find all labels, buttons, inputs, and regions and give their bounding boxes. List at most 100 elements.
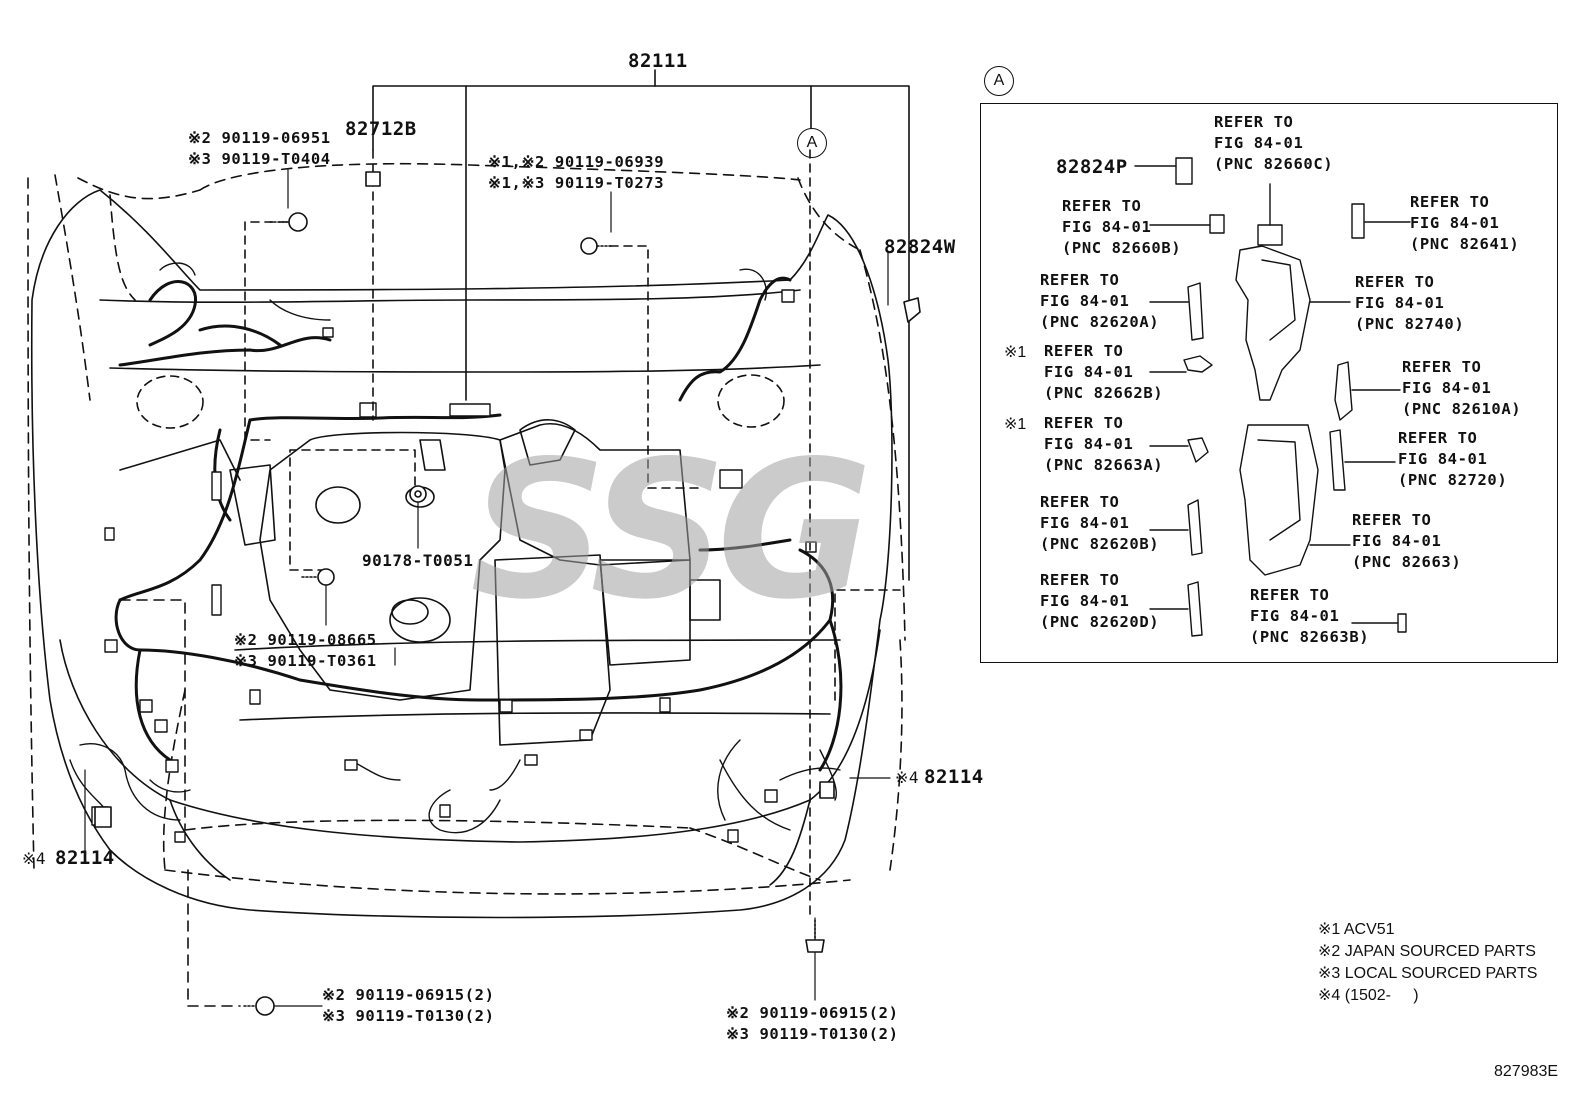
sensor-left-note: ※4 bbox=[22, 849, 47, 868]
ref-line: (PNC 82740) bbox=[1355, 315, 1465, 333]
ref-line: REFER TO bbox=[1044, 342, 1124, 360]
bolt-line: ※2 90119-06951 bbox=[188, 129, 331, 147]
strut-towers bbox=[136, 374, 785, 429]
car-body-solid bbox=[30, 189, 893, 919]
ref-82663b: REFER TO FIG 84-01 (PNC 82663B) bbox=[1250, 585, 1369, 648]
label-82111: 82111 bbox=[628, 50, 688, 72]
ref-line: REFER TO bbox=[1062, 197, 1142, 215]
bolt-line: ※2 90119-06915(2) bbox=[322, 986, 495, 1004]
ref-line: FIG 84-01 bbox=[1352, 532, 1442, 550]
bolt-top-center bbox=[580, 237, 613, 255]
note-3: ※3 LOCAL SOURCED PARTS bbox=[1318, 965, 1538, 982]
ref-line: (PNC 82663) bbox=[1352, 553, 1462, 571]
leader-lines-dashed bbox=[244, 149, 901, 921]
sensor-left-82114 bbox=[94, 806, 112, 828]
bolt-line: ※1,※3 90119-T0273 bbox=[488, 174, 665, 192]
ref-82620a: REFER TO FIG 84-01 (PNC 82620A) bbox=[1040, 270, 1159, 333]
clip-82824w bbox=[903, 297, 921, 323]
ref-line: REFER TO bbox=[1214, 113, 1294, 131]
car-body-outline bbox=[27, 162, 906, 1007]
bolt-line: ※3 90119-T0404 bbox=[188, 150, 331, 168]
wiring-branches bbox=[69, 262, 841, 834]
inset-callout-a: A bbox=[984, 66, 1014, 96]
harness-leader-bracket bbox=[372, 69, 910, 581]
label-82114-left: 82114 bbox=[55, 847, 115, 869]
ref-line: (PNC 82660C) bbox=[1214, 155, 1334, 173]
ref-line: REFER TO bbox=[1402, 358, 1482, 376]
ref-mark: ※1 bbox=[1004, 344, 1027, 361]
ref-line: (PNC 82720) bbox=[1398, 471, 1508, 489]
ref-82740: REFER TO FIG 84-01 (PNC 82740) bbox=[1355, 272, 1464, 335]
ref-line: (PNC 82620B) bbox=[1040, 535, 1160, 553]
note-2: ※2 JAPAN SOURCED PARTS bbox=[1318, 943, 1536, 960]
ref-line: REFER TO bbox=[1355, 273, 1435, 291]
bolt-group-bottom-left: ※2 90119-06915(2) ※3 90119-T0130(2) bbox=[322, 985, 495, 1027]
label-82824p: 82824P bbox=[1056, 156, 1128, 178]
ref-82662b: REFER TO FIG 84-01 (PNC 82662B) bbox=[1044, 341, 1163, 404]
ref-line: FIG 84-01 bbox=[1040, 592, 1130, 610]
bolt-group-top-left: ※2 90119-06951 ※3 90119-T0404 bbox=[188, 128, 331, 170]
label-82114-right: 82114 bbox=[924, 766, 984, 788]
bolt-line: ※2 90119-06915(2) bbox=[726, 1004, 899, 1022]
bolt-line: ※3 90119-T0130(2) bbox=[726, 1025, 899, 1043]
figure-id: 827983E bbox=[1494, 1063, 1559, 1080]
note-1: ※1 ACV51 bbox=[1318, 921, 1395, 938]
ref-line: (PNC 82610A) bbox=[1402, 400, 1522, 418]
bolt-line: ※3 90119-T0361 bbox=[234, 652, 377, 670]
ref-line: FIG 84-01 bbox=[1062, 218, 1152, 236]
ref-line: FIG 84-01 bbox=[1398, 450, 1488, 468]
ref-line: (PNC 82663A) bbox=[1044, 456, 1164, 474]
ref-line: REFER TO bbox=[1040, 493, 1120, 511]
screw-center bbox=[409, 485, 427, 503]
ref-line: FIG 84-01 bbox=[1040, 292, 1130, 310]
bolt-group-top-center: ※1,※2 90119-06939 ※1,※3 90119-T0273 bbox=[488, 152, 664, 194]
note-4: ※4 (1502- ) bbox=[1318, 987, 1419, 1004]
ref-line: REFER TO bbox=[1398, 429, 1478, 447]
bolt-bottom-center bbox=[805, 919, 825, 953]
ref-line: FIG 84-01 bbox=[1355, 294, 1445, 312]
inset-parts bbox=[1134, 157, 1411, 637]
watermark: SSG bbox=[470, 420, 873, 641]
bolt-top-left bbox=[269, 212, 308, 232]
ref-line: (PNC 82620A) bbox=[1040, 313, 1160, 331]
ref-line: (PNC 82663B) bbox=[1250, 628, 1370, 646]
ref-line: FIG 84-01 bbox=[1044, 435, 1134, 453]
ref-line: (PNC 82620D) bbox=[1040, 613, 1160, 631]
ref-line: REFER TO bbox=[1044, 414, 1124, 432]
ref-line: REFER TO bbox=[1040, 271, 1120, 289]
ref-line: FIG 84-01 bbox=[1044, 363, 1134, 381]
bolt-bottom-left bbox=[243, 996, 275, 1016]
ref-mark: ※1 bbox=[1004, 416, 1027, 433]
ref-82663: REFER TO FIG 84-01 (PNC 82663) bbox=[1352, 510, 1461, 573]
ref-line: REFER TO bbox=[1410, 193, 1490, 211]
ref-line: REFER TO bbox=[1352, 511, 1432, 529]
ref-line: REFER TO bbox=[1250, 586, 1330, 604]
ref-82720: REFER TO FIG 84-01 (PNC 82720) bbox=[1398, 428, 1507, 491]
ref-line: (PNC 82660B) bbox=[1062, 239, 1182, 257]
inset-detail-box bbox=[980, 103, 1558, 663]
label-90178-t0051: 90178-T0051 bbox=[362, 551, 474, 570]
wiring-harness bbox=[114, 276, 843, 772]
ref-line: FIG 84-01 bbox=[1040, 514, 1130, 532]
sensor-right-82114 bbox=[819, 781, 835, 799]
notes-legend: ※1 ACV51 ※2 JAPAN SOURCED PARTS ※3 LOCAL… bbox=[1318, 922, 1537, 1004]
bolt-line: ※3 90119-T0130(2) bbox=[322, 1007, 495, 1025]
clamp-82712b bbox=[365, 171, 381, 187]
ref-82663a: REFER TO FIG 84-01 (PNC 82663A) bbox=[1044, 413, 1163, 476]
bolt-group-bottom-center: ※2 90119-06915(2) ※3 90119-T0130(2) bbox=[726, 1003, 899, 1045]
label-82824w: 82824W bbox=[884, 236, 956, 258]
ref-82620b: REFER TO FIG 84-01 (PNC 82620B) bbox=[1040, 492, 1159, 555]
ref-line: (PNC 82662B) bbox=[1044, 384, 1164, 402]
ref-line: REFER TO bbox=[1040, 571, 1120, 589]
ref-line: FIG 84-01 bbox=[1250, 607, 1340, 625]
bolt-line: ※1,※2 90119-06939 bbox=[488, 153, 665, 171]
callout-a-marker: A bbox=[797, 128, 827, 158]
ref-line: FIG 84-01 bbox=[1410, 214, 1500, 232]
engine-block bbox=[119, 419, 721, 746]
ref-82620d: REFER TO FIG 84-01 (PNC 82620D) bbox=[1040, 570, 1159, 633]
ref-line: FIG 84-01 bbox=[1214, 134, 1304, 152]
leader-lines-solid bbox=[84, 169, 891, 1007]
ref-82660b: REFER TO FIG 84-01 (PNC 82660B) bbox=[1062, 196, 1181, 259]
ref-82610a: REFER TO FIG 84-01 (PNC 82610A) bbox=[1402, 357, 1521, 420]
